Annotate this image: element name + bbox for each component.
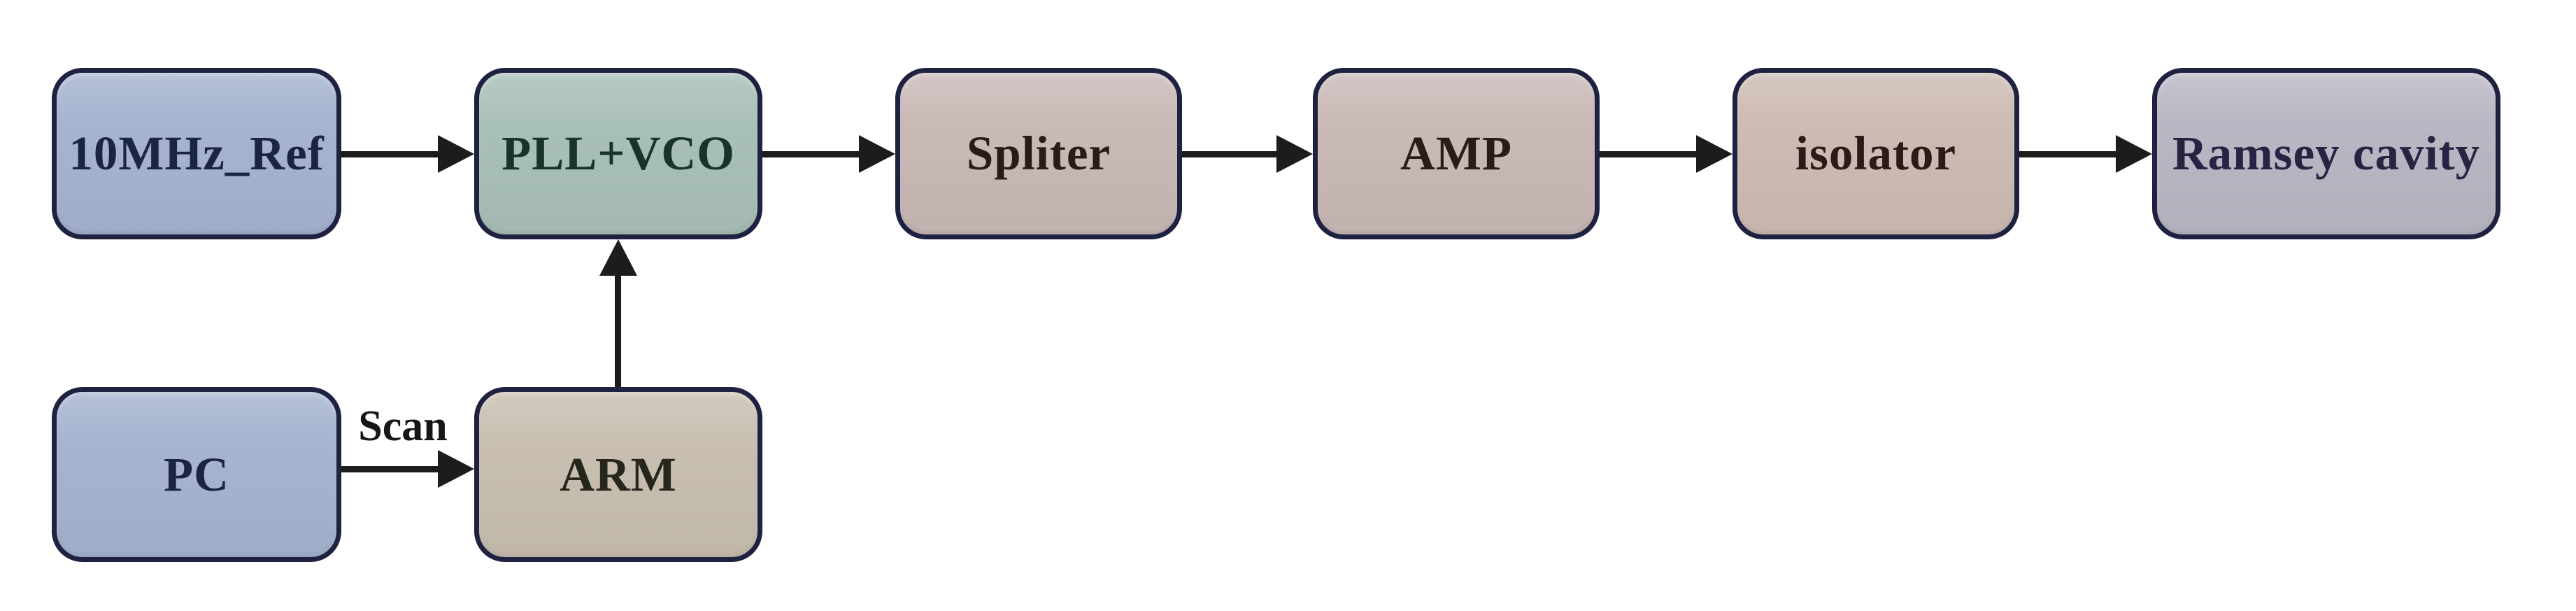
arrowhead-right-icon — [438, 135, 474, 173]
arrow-line — [2019, 151, 2116, 157]
block-pll-vco-label: PLL+VCO — [501, 127, 735, 180]
arrowhead-right-icon — [1276, 135, 1313, 173]
block-10mhz-ref: 10MHz_Ref — [52, 68, 341, 239]
block-ramsey-cavity-label: Ramsey cavity — [2172, 127, 2481, 180]
block-spliter: Spliter — [895, 68, 1182, 239]
block-arm: ARM — [474, 387, 762, 562]
block-pll-vco: PLL+VCO — [474, 68, 762, 239]
arrow-line — [341, 466, 438, 472]
arrowhead-right-icon — [1696, 135, 1732, 173]
arrowhead-right-icon — [2116, 135, 2152, 173]
arrow-line — [1600, 151, 1696, 157]
block-10mhz-ref-label: 10MHz_Ref — [69, 127, 325, 180]
block-isolator: isolator — [1732, 68, 2019, 239]
arrowhead-up-icon — [599, 239, 637, 276]
block-isolator-label: isolator — [1795, 127, 1957, 180]
block-spliter-label: Spliter — [966, 127, 1111, 180]
arrow-line — [762, 151, 859, 157]
scan-edge-label: Scan — [358, 402, 448, 450]
arrowhead-right-icon — [438, 450, 474, 488]
arrow-line — [615, 274, 621, 387]
arrowhead-right-icon — [859, 135, 895, 173]
block-amp: AMP — [1313, 68, 1600, 239]
block-pc: PC — [52, 387, 341, 562]
block-ramsey-cavity: Ramsey cavity — [2152, 68, 2500, 239]
block-pc-label: PC — [164, 447, 229, 501]
block-arm-label: ARM — [560, 447, 677, 501]
arrow-line — [1182, 151, 1276, 157]
arrow-line — [341, 151, 438, 157]
block-amp-label: AMP — [1400, 127, 1513, 180]
